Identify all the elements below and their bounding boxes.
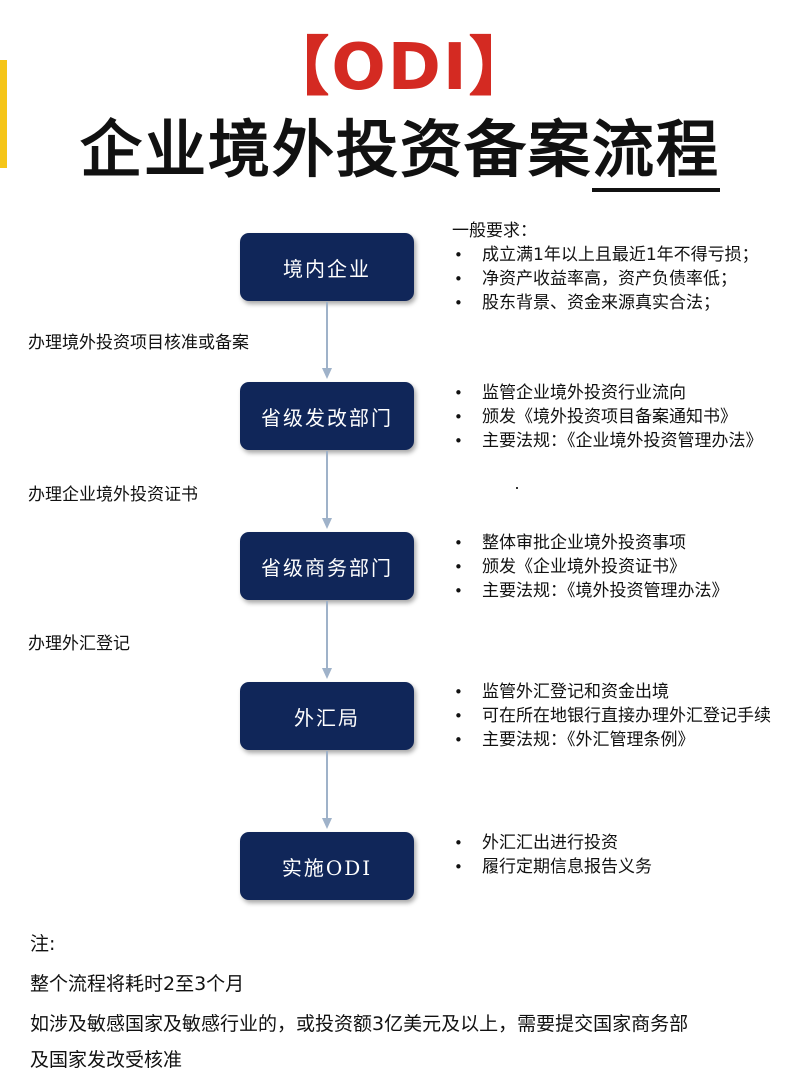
title-main: 企业境外投资备案 bbox=[79, 113, 592, 186]
flow-box-implement-odi: 实施ODI bbox=[240, 832, 414, 900]
transition-label-1: 办理境外投资项目核准或备案 bbox=[28, 333, 249, 353]
left-accent-bar bbox=[0, 60, 7, 168]
notes-domestic-enterprise: 一般要求： 成立满1年以上且最近1年不得亏损； 净资产收益率高，资产负债率低； … bbox=[452, 219, 759, 315]
flow-box-provincial-commerce: 省级商务部门 bbox=[240, 532, 414, 600]
title-underlined: 流程 bbox=[592, 113, 721, 192]
flow-box-safe: 外汇局 bbox=[240, 682, 414, 750]
note-item: 整体审批企业境外投资事项 bbox=[452, 531, 729, 555]
note-item: 成立满1年以上且最近1年不得亏损； bbox=[452, 243, 759, 267]
flow-box-domestic-enterprise: 境内企业 bbox=[240, 233, 414, 301]
note-item: 监管外汇登记和资金出境 bbox=[452, 680, 771, 704]
note-item: 外汇汇出进行投资 bbox=[452, 831, 652, 855]
note-item: 监管企业境外投资行业流向 bbox=[452, 381, 763, 405]
transition-label-2: 办理企业境外投资证书 bbox=[28, 485, 198, 505]
note-item: 主要法规：《外汇管理条例》 bbox=[452, 728, 771, 752]
note-item: 主要法规：《境外投资管理办法》 bbox=[452, 579, 729, 603]
footer-line-2: 如涉及敏感国家及敏感行业的，或投资额3亿美元及以上，需要提交国家商务部 bbox=[30, 1013, 689, 1035]
stray-dot bbox=[516, 487, 518, 489]
page-title: 企业境外投资备案流程 bbox=[0, 110, 800, 192]
footer-line-3: 及国家发改受核准 bbox=[30, 1049, 183, 1071]
notes-provincial-commerce: 整体审批企业境外投资事项 颁发《企业境外投资证书》 主要法规：《境外投资管理办法… bbox=[452, 531, 729, 603]
title-odi: 【ODI】 bbox=[265, 31, 535, 105]
footer-heading: 注: bbox=[30, 933, 56, 955]
note-item: 颁发《企业境外投资证书》 bbox=[452, 555, 729, 579]
notes-heading: 一般要求： bbox=[452, 221, 537, 241]
note-item: 主要法规：《企业境外投资管理办法》 bbox=[452, 429, 763, 453]
arrow-down-icon bbox=[322, 601, 332, 679]
arrow-down-icon bbox=[322, 751, 332, 829]
flow-box-provincial-ndrc: 省级发改部门 bbox=[240, 382, 414, 450]
footer-line-1: 整个流程将耗时2至3个月 bbox=[30, 973, 245, 995]
notes-safe: 监管外汇登记和资金出境 可在所在地银行直接办理外汇登记手续 主要法规：《外汇管理… bbox=[452, 680, 771, 752]
notes-implement-odi: 外汇汇出进行投资 履行定期信息报告义务 bbox=[452, 831, 652, 879]
note-item: 可在所在地银行直接办理外汇登记手续 bbox=[452, 704, 771, 728]
note-item: 净资产收益率高，资产负债率低； bbox=[452, 267, 759, 291]
transition-label-3: 办理外汇登记 bbox=[28, 634, 130, 654]
notes-provincial-ndrc: 监管企业境外投资行业流向 颁发《境外投资项目备案通知书》 主要法规：《企业境外投… bbox=[452, 381, 763, 453]
arrow-down-icon bbox=[322, 451, 332, 529]
note-item: 履行定期信息报告义务 bbox=[452, 855, 652, 879]
arrow-down-icon bbox=[322, 302, 332, 379]
note-item: 颁发《境外投资项目备案通知书》 bbox=[452, 405, 763, 429]
note-item: 股东背景、资金来源真实合法； bbox=[452, 291, 759, 315]
